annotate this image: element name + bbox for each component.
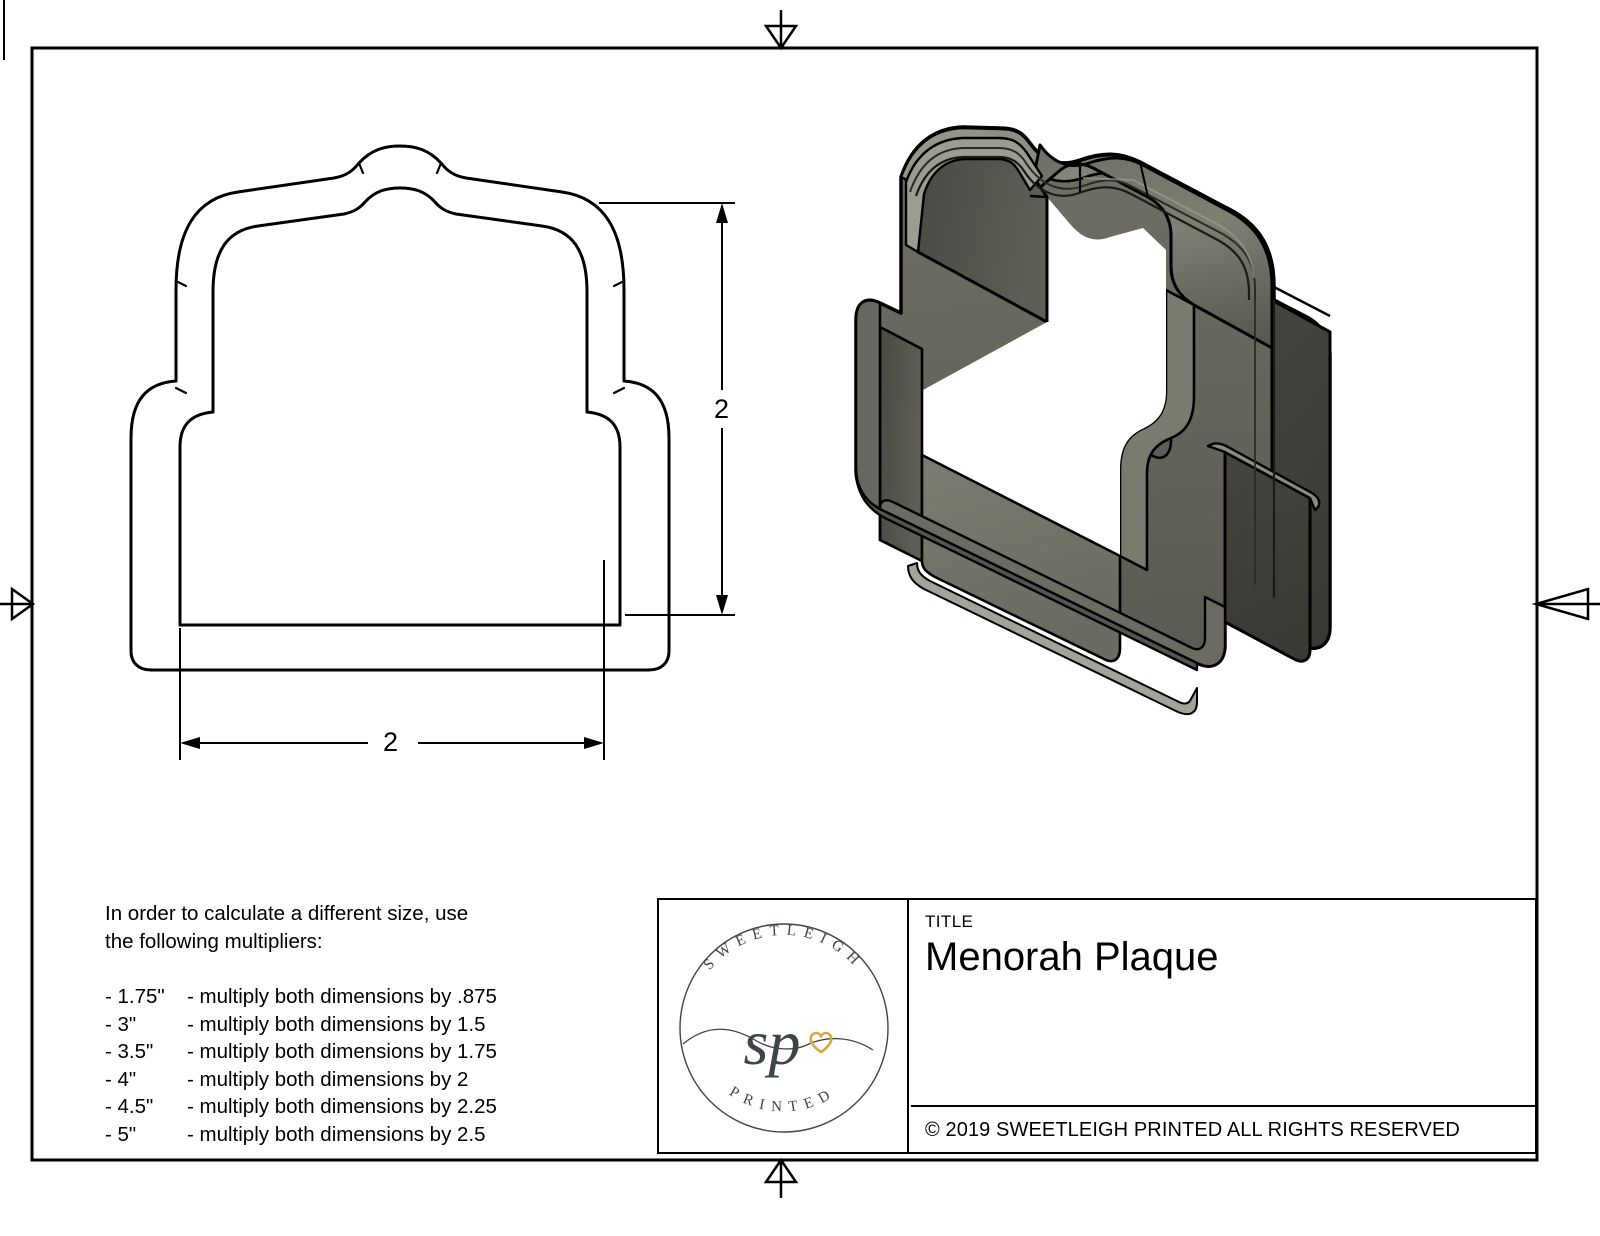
multiplier-row: - 1.75" - multiply both dimensions by .8…	[105, 983, 665, 1011]
multiplier-row: - 4.5" - multiply both dimensions by 2.2…	[105, 1093, 665, 1121]
logo-monogram: sp	[744, 1007, 801, 1078]
title-field-label: TITLE	[925, 912, 974, 931]
multiplier-text: - multiply both dimensions by 1.5	[187, 1012, 486, 1036]
dimension-vertical	[599, 202, 735, 616]
logo-top-text: SWEETLEIGH	[701, 923, 867, 974]
multiplier-row: - 4" - multiply both dimensions by 2	[105, 1066, 665, 1094]
plaque-outline-2d	[129, 144, 671, 672]
multiplier-size: - 3"	[105, 1012, 137, 1036]
multiplier-list: - 1.75" - multiply both dimensions by .8…	[105, 983, 665, 1148]
left-center-marker	[0, 586, 36, 622]
dimension-horizontal	[179, 560, 605, 760]
dimension-horizontal-label: 2	[378, 729, 404, 756]
notes-intro-text: In order to calculate a different size, …	[105, 902, 469, 953]
multiplier-size: - 3.5"	[105, 1040, 154, 1063]
isometric-cutter-render	[854, 125, 1332, 716]
multiplier-text: - multiply both dimensions by 2.25	[187, 1095, 497, 1118]
multiplier-row: - 3.5" - multiply both dimensions by 1.7…	[105, 1038, 665, 1066]
multiplier-text: - multiply both dimensions by 2.5	[187, 1122, 486, 1146]
multiplier-size: - 5"	[105, 1122, 137, 1146]
title-block: SWEETLEIGH PRINTED sp TITLE Menorah Plaq…	[657, 898, 1537, 1154]
multiplier-size: - 4"	[105, 1067, 137, 1091]
logo-heart-icon	[809, 1031, 833, 1054]
logo-circle	[679, 923, 889, 1133]
multiplier-row: - 3" - multiply both dimensions by 1.5	[105, 1011, 665, 1039]
logo-swash	[682, 1028, 874, 1051]
multiplier-row: - 5" - multiply both dimensions by 2.5	[105, 1121, 665, 1149]
multiplier-text: - multiply both dimensions by 1.75	[187, 1040, 497, 1063]
multiplier-size: - 4.5"	[105, 1095, 154, 1118]
page-title: Menorah Plaque	[925, 935, 1219, 979]
copyright-text: © 2019 SWEETLEIGH PRINTED ALL RIGHTS RES…	[925, 1119, 1460, 1141]
multiplier-text: - multiply both dimensions by .875	[187, 985, 497, 1008]
logo-cell: SWEETLEIGH PRINTED sp	[659, 900, 909, 1152]
multiplier-size: - 1.75"	[105, 985, 165, 1008]
right-center-marker	[1531, 587, 1600, 621]
logo-bottom-text: PRINTED	[726, 1084, 839, 1116]
scaling-notes: In order to calculate a different size, …	[105, 900, 665, 1148]
title-cell: TITLE Menorah Plaque	[911, 900, 1535, 1107]
multiplier-text: - multiply both dimensions by 2	[187, 1067, 469, 1091]
copyright-cell: © 2019 SWEETLEIGH PRINTED ALL RIGHTS RES…	[911, 1109, 1535, 1152]
dimension-vertical-label: 2	[709, 396, 735, 423]
top-center-marker	[763, 10, 799, 51]
bottom-center-marker	[763, 1157, 799, 1198]
sweetleigh-printed-logo: SWEETLEIGH PRINTED sp	[679, 923, 889, 1133]
